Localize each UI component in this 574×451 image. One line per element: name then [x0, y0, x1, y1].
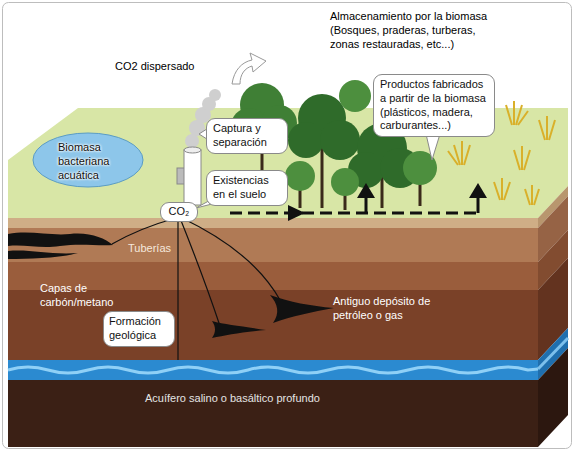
oil-gas-deposits	[270, 295, 334, 323]
oil-gas-deposits	[212, 295, 334, 338]
box-text: CO₂	[165, 205, 193, 219]
trees	[285, 161, 315, 191]
box-text: Existencias en el suelo	[213, 174, 281, 202]
annotation-label: Tuberías	[128, 242, 188, 256]
wheat-grass	[448, 141, 470, 165]
callout-box: Formación geológica	[103, 311, 175, 347]
soil-layers	[8, 262, 538, 290]
soil-layers	[8, 360, 538, 380]
oil-gas-deposits	[212, 321, 266, 338]
callout-box: Existencias en el suelo	[206, 170, 288, 206]
trees	[321, 145, 324, 208]
box-text: Productos fabricados a partir de la biom…	[380, 78, 488, 133]
box-text: Formación geológica	[109, 315, 169, 343]
biomass-flow-arrow	[357, 183, 375, 198]
wheat-grass	[494, 178, 510, 200]
wheat-grass	[506, 101, 528, 125]
dispersal-arrow	[232, 53, 266, 84]
coal-seams	[8, 251, 78, 259]
annotation-label: Acuífero salino o basáltico profundo	[145, 392, 405, 406]
chimney	[177, 147, 201, 205]
box-text: Captura y separación	[213, 122, 281, 150]
biomass-flow-arrow	[288, 205, 305, 221]
annotation-label: Almacenamiento por la biomasa (Bosques, …	[330, 10, 505, 51]
trees	[339, 80, 371, 112]
lake	[33, 133, 143, 187]
biomass-flow-arrow	[366, 196, 478, 213]
wheat-grass	[514, 146, 530, 170]
soil-layers	[8, 228, 538, 262]
trees	[288, 122, 324, 158]
chimney	[184, 147, 201, 153]
aquifer-waves	[8, 338, 568, 373]
injection-lines	[182, 218, 280, 300]
biomass-flow-arrow	[230, 212, 478, 215]
annotation-label: CO2 dispersado	[115, 60, 227, 74]
annotation-label: Capas de carbón/metano	[40, 282, 125, 310]
soil-block-illustration	[3, 3, 572, 449]
injection-lines	[180, 218, 220, 326]
aquifer-waves	[8, 367, 538, 373]
injection-lines	[112, 218, 176, 244]
smoke	[209, 89, 221, 101]
coal-seams	[8, 233, 113, 259]
soil-layers	[8, 380, 538, 447]
wheat-grass	[525, 185, 539, 205]
trees	[331, 168, 359, 196]
aquifer-waves	[538, 338, 568, 369]
biomass-flow-arrow	[469, 183, 487, 198]
wheat-grass	[539, 116, 555, 140]
callout-tails	[426, 134, 440, 160]
soil-layers	[8, 186, 568, 447]
soil-layers	[8, 218, 538, 228]
callout-box: CO₂	[160, 202, 198, 222]
callout-box: Captura y separación	[206, 118, 288, 154]
lake	[33, 133, 143, 187]
coal-seams	[8, 233, 113, 247]
trees	[320, 120, 360, 160]
chimney	[184, 150, 201, 205]
callout-box: Productos fabricados a partir de la biom…	[373, 74, 495, 137]
annotation-label: Antiguo depósito de petróleo o gas	[333, 295, 453, 323]
dispersal-arrow	[232, 53, 266, 84]
injection-lines	[177, 218, 178, 360]
annotation-label: Biomasa bacteriana acuática	[58, 141, 122, 182]
smoke	[185, 134, 199, 148]
